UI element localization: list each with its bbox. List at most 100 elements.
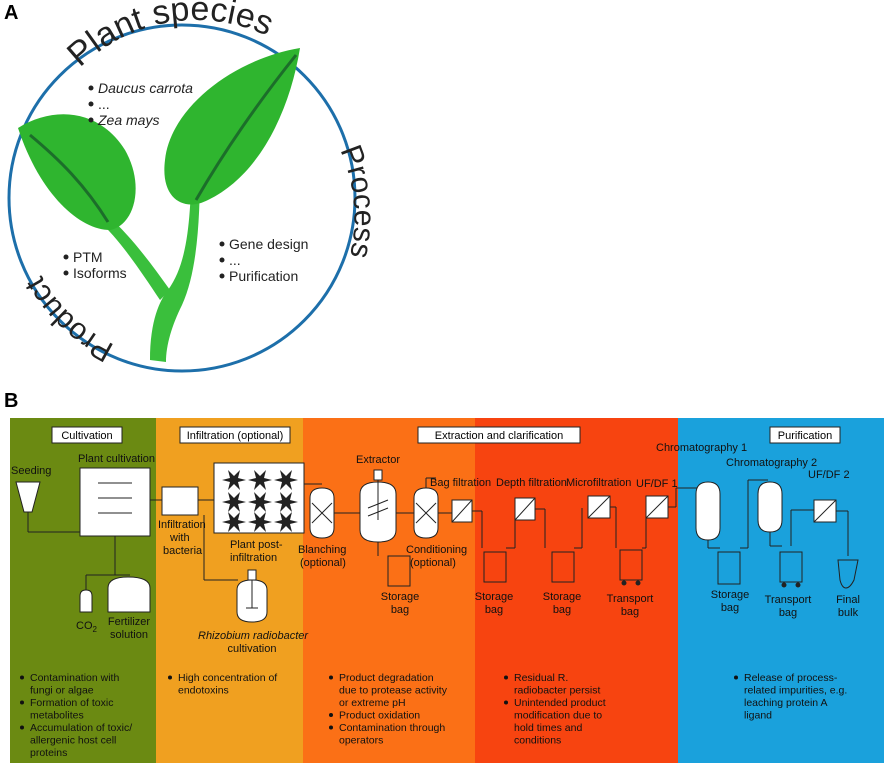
left-leaf bbox=[18, 114, 136, 230]
panel-b-letter: B bbox=[4, 390, 18, 412]
plant-illustration bbox=[18, 48, 300, 362]
process-item-3: Purification bbox=[229, 268, 298, 284]
section-bg-extraction bbox=[303, 418, 475, 763]
risk-line: Residual R. bbox=[514, 672, 568, 684]
product-item-1: PTM bbox=[73, 249, 103, 265]
microfilter-diag bbox=[587, 495, 611, 519]
process-item-1: Gene design bbox=[229, 236, 308, 252]
risk-line: operators bbox=[339, 735, 383, 747]
label-rhizobium: Rhizobium radiobacter bbox=[198, 630, 309, 642]
process-list: Gene design ... Purification bbox=[219, 236, 308, 284]
ufdf1-diag bbox=[645, 495, 669, 519]
label-conditioning-2: (optional) bbox=[410, 557, 456, 569]
label-infiltration-2: with bbox=[169, 532, 190, 544]
species-item-3: Zea mays bbox=[97, 112, 159, 128]
label-storage-bag-2a: Storage bbox=[475, 591, 514, 603]
title-infiltration: Infiltration (optional) bbox=[187, 430, 284, 442]
label-blanching-1: Blanching bbox=[298, 544, 346, 556]
transport-bag-1-wheel-1 bbox=[621, 580, 627, 586]
label-storage-bag-3a: Storage bbox=[543, 591, 582, 603]
risk-line: or extreme pH bbox=[339, 697, 406, 709]
risk-line: Contamination with bbox=[30, 672, 119, 684]
risk-line: radiobacter persist bbox=[514, 685, 600, 697]
risk-line: endotoxins bbox=[178, 685, 229, 697]
risk-bullet bbox=[20, 725, 24, 730]
label-infiltration-3: bacteria bbox=[163, 545, 203, 557]
risk-bullet bbox=[504, 700, 508, 705]
risk-bullet bbox=[329, 725, 333, 730]
species-list: Daucus carrota ... Zea mays bbox=[88, 80, 193, 128]
transport-bag-2-wheel-2 bbox=[795, 582, 801, 588]
flow-diagram bbox=[15, 462, 859, 623]
risk-line: Release of process- bbox=[744, 672, 838, 684]
process-item-2: ... bbox=[229, 252, 241, 268]
label-storage-bag-1a: Storage bbox=[381, 591, 420, 603]
flow-labels: Seeding Plant cultivation CO2 Fertilizer… bbox=[11, 442, 860, 655]
risk-line: hold times and bbox=[514, 722, 582, 734]
blanching-x2 bbox=[311, 502, 333, 524]
title-cultivation: Cultivation bbox=[61, 430, 112, 442]
risk-bullet bbox=[20, 700, 24, 705]
final-bulk-tube bbox=[837, 559, 859, 589]
title-purification: Purification bbox=[778, 430, 832, 442]
risk-line: Unintended product bbox=[514, 697, 606, 709]
label-storage-bag-3b: bag bbox=[553, 604, 571, 616]
depth-filter-diag bbox=[514, 497, 536, 521]
label-seeding: Seeding bbox=[11, 465, 51, 477]
label-storage-bag-4b: bag bbox=[721, 602, 739, 614]
label-final-bulk-1: Final bbox=[836, 594, 860, 606]
storage-bag-2 bbox=[483, 551, 507, 583]
label-chromatography-1: Chromatography 1 bbox=[656, 442, 747, 454]
species-item-1: Daucus carrota bbox=[98, 80, 193, 96]
risk-bullet bbox=[329, 713, 333, 717]
risk-line: conditions bbox=[514, 735, 561, 747]
label-ufdf1: UF/DF 1 bbox=[636, 478, 678, 490]
chromatography-2-column bbox=[757, 481, 783, 533]
risk-line: modification due to bbox=[514, 710, 602, 722]
risk-line: ligand bbox=[744, 710, 772, 722]
risk-line: Product oxidation bbox=[339, 710, 420, 722]
risk-line: fungi or algae bbox=[30, 685, 94, 697]
right-leaf-vein bbox=[194, 54, 298, 201]
product-list: PTM Isoforms bbox=[63, 249, 127, 281]
section-bg-purification bbox=[678, 418, 884, 763]
risk-bullet bbox=[20, 675, 24, 680]
risks-purification: Release of process-related impurities, e… bbox=[734, 672, 847, 722]
risk-line: Product degradation bbox=[339, 672, 434, 684]
risk-bullet bbox=[329, 675, 333, 680]
section-bg-clarification bbox=[475, 418, 678, 763]
label-chromatography-2: Chromatography 2 bbox=[726, 457, 817, 469]
risk-line: leaching protein A bbox=[744, 697, 827, 709]
label-post-infiltration-2: infiltration bbox=[230, 552, 277, 564]
product-item-2: Isoforms bbox=[73, 265, 127, 281]
risk-line: Formation of toxic bbox=[30, 697, 113, 709]
label-post-infiltration-1: Plant post- bbox=[230, 539, 283, 551]
label-final-bulk-2: bulk bbox=[838, 607, 859, 619]
fertilizer-tank bbox=[107, 576, 151, 613]
risk-bullet bbox=[734, 675, 738, 680]
label-transport-bag-1b: bag bbox=[621, 606, 639, 618]
co2-cylinder bbox=[79, 589, 93, 613]
risk-line: proteins bbox=[30, 747, 67, 759]
risk-line: High concentration of bbox=[178, 672, 277, 684]
extractor-motor bbox=[373, 469, 383, 481]
label-depth-filtration: Depth filtration bbox=[496, 477, 567, 489]
chromatography-1-column bbox=[695, 481, 721, 541]
ufdf2-diag bbox=[813, 499, 837, 523]
label-fertilizer-1: Fertilizer bbox=[108, 616, 151, 628]
risk-bullet bbox=[504, 675, 508, 680]
transport-bag-1-wheel-2 bbox=[635, 580, 641, 586]
label-plant-cultivation: Plant cultivation bbox=[78, 453, 155, 465]
seeding-hopper bbox=[15, 481, 41, 513]
risk-bullet bbox=[168, 675, 172, 680]
storage-bag-4 bbox=[717, 551, 741, 585]
transport-bag-1 bbox=[619, 549, 643, 581]
storage-bag-1 bbox=[387, 555, 411, 587]
label-microfiltration: Microfiltration bbox=[566, 477, 631, 489]
risk-line: due to protease activity bbox=[339, 685, 448, 697]
panel-a-letter: A bbox=[4, 2, 18, 24]
bag-filter-diag bbox=[451, 499, 473, 523]
label-bag-filtration: Bag filtration bbox=[430, 477, 491, 489]
